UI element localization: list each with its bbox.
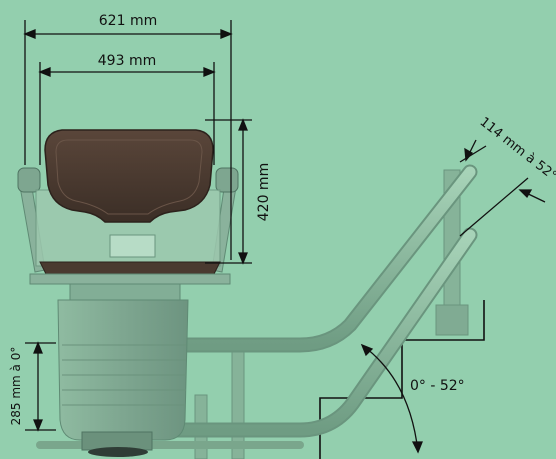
footrest-height-label: 285 mm à 0° (9, 347, 23, 426)
total-width-label: 621 mm (99, 13, 157, 29)
incline-range-label: 0° - 52° (410, 378, 465, 394)
stairlift-body (57, 277, 189, 457)
rail-offset-label: 114 mm à 52° (477, 115, 556, 184)
staircase-outline (319, 300, 485, 459)
backrest-height-label: 420 mm (256, 163, 272, 221)
seat-width-label: 493 mm (98, 53, 156, 69)
rails (36, 164, 478, 449)
dimension-lines (23, 20, 546, 454)
seat-assembly (17, 129, 239, 285)
